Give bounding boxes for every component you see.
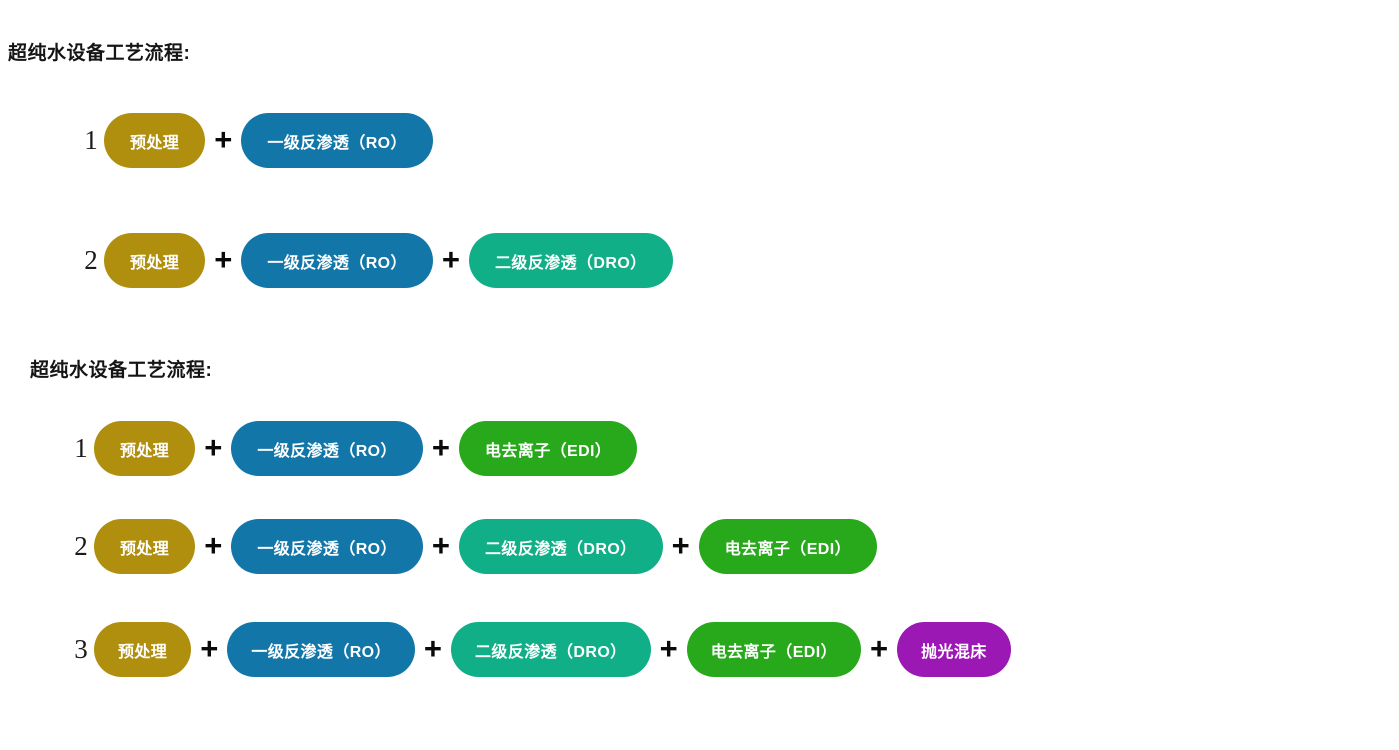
row-number: 1 [84, 125, 98, 155]
process-step-primary-ro[interactable]: 一级反渗透（RO） [231, 519, 423, 574]
process-step-secondary-dro[interactable]: 二级反渗透（DRO） [459, 519, 663, 574]
process-step-pretreatment[interactable]: 预处理 [94, 622, 192, 677]
plus-separator-icon: + [441, 242, 461, 277]
plus-separator-icon: + [204, 528, 223, 563]
plus-separator-icon: + [204, 430, 223, 465]
process-step-edi[interactable]: 电去离子（EDI） [698, 519, 877, 574]
process-step-edi[interactable]: 电去离子（EDI） [459, 421, 638, 476]
process-step-primary-ro[interactable]: 一级反渗透（RO） [241, 113, 433, 168]
plus-separator-icon: + [431, 528, 451, 563]
row-number: 1 [74, 433, 88, 463]
plus-separator-icon: + [214, 242, 233, 277]
section-2-heading: 超纯水设备工艺流程: [30, 360, 213, 381]
plus-separator-icon: + [200, 631, 219, 666]
process-step-secondary-dro[interactable]: 二级反渗透（DRO） [451, 622, 651, 677]
process-step-edi[interactable]: 电去离子（EDI） [686, 622, 861, 677]
process-step-pretreatment[interactable]: 预处理 [94, 421, 196, 476]
process-step-pretreatment[interactable]: 预处理 [104, 113, 206, 168]
process-step-primary-ro[interactable]: 一级反渗透（RO） [241, 233, 433, 288]
process-step-polishing-mixed-bed[interactable]: 抛光混床 [897, 622, 1011, 677]
process-step-primary-ro[interactable]: 一级反渗透（RO） [231, 421, 423, 476]
process-step-pretreatment[interactable]: 预处理 [94, 519, 196, 574]
process-step-secondary-dro[interactable]: 二级反渗透（DRO） [469, 233, 673, 288]
row-number: 2 [74, 531, 88, 561]
plus-separator-icon: + [671, 528, 690, 563]
plus-separator-icon: + [659, 631, 678, 666]
section-1-heading: 超纯水设备工艺流程: [8, 43, 191, 64]
plus-separator-icon: + [431, 430, 451, 465]
plus-separator-icon: + [869, 631, 889, 666]
plus-separator-icon: + [214, 122, 233, 157]
row-number: 3 [74, 634, 88, 664]
process-step-primary-ro[interactable]: 一级反渗透（RO） [227, 622, 415, 677]
plus-separator-icon: + [423, 631, 443, 666]
process-step-pretreatment[interactable]: 预处理 [104, 233, 206, 288]
row-number: 2 [84, 245, 98, 275]
